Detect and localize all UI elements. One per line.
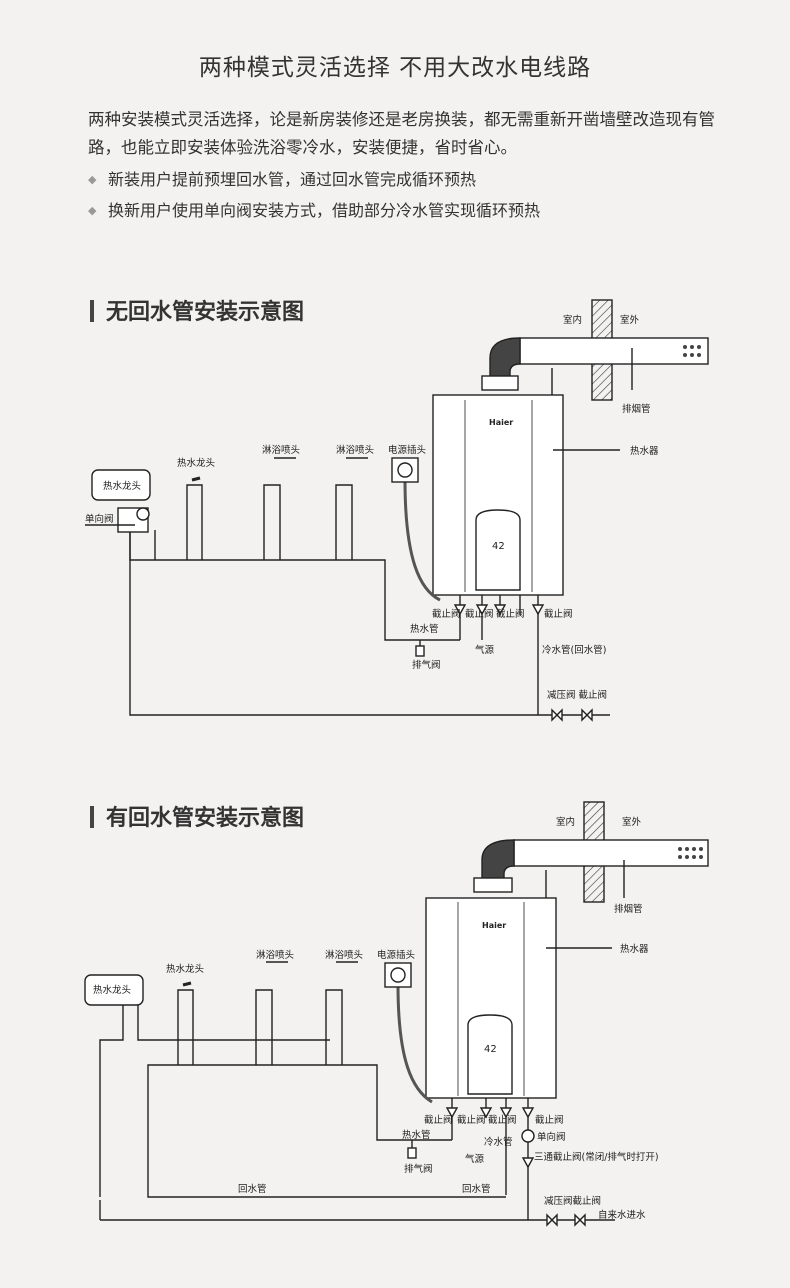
brand-logo: Haier (482, 921, 506, 930)
check-valve-icon (136, 507, 150, 521)
faucet-box (91, 469, 151, 501)
label-gas: 气源 (465, 1153, 485, 1165)
vent-valve (415, 645, 425, 657)
heater-panel (475, 509, 521, 591)
headline: 两种模式灵活选择 不用大改水电线路 (198, 55, 592, 81)
label-flue: 排烟管 (622, 403, 651, 415)
label-power: 电源插头 (377, 949, 415, 961)
label-stop1: 截止阀 (432, 608, 461, 620)
label-reducer: 减压阀截止阀 (544, 1195, 601, 1207)
diagram-no-return-pipe: 室内 室外 排烟管 热水器 Haier 42 热水龙头 淋浴喷头 淋浴喷头 电源… (85, 299, 709, 722)
three-way-valve-icon (521, 1157, 535, 1169)
heater-panel (467, 1014, 513, 1095)
label-stop-c: 截止阀 (488, 1114, 517, 1126)
label-shower2: 淋浴喷头 (336, 444, 374, 456)
label-stop2: 截止阀 (465, 608, 494, 620)
stop-valve-icon (531, 604, 545, 616)
intro-paragraph: 两种安装模式灵活选择，论是新房装修还是老房换装，都无需重新开凿墙壁改造现有管路，… (88, 110, 715, 157)
label-power: 电源插头 (388, 444, 426, 456)
label-shower1: 淋浴喷头 (262, 444, 300, 456)
stop-valve-icon (521, 1107, 535, 1119)
title-bar (90, 806, 94, 828)
reducer-valve-icon (551, 708, 563, 722)
bullet-item: ◆ 新装用户提前预埋回水管，通过回水管完成循环预热 (88, 166, 476, 190)
label-stop3: 截止阀 (496, 608, 525, 620)
diamond-bullet-icon: ◆ (88, 173, 97, 186)
label-inlet: 自来水进水 (598, 1209, 646, 1221)
label-indoor: 室内 (556, 816, 575, 828)
label-stop-a: 截止阀 (424, 1114, 453, 1126)
stop-valve-icon (574, 1213, 586, 1227)
label-return-pipe1: 回水管 (238, 1183, 267, 1195)
section-title-text: 无回水管安装示意图 (106, 300, 305, 325)
label-faucet-box: 热水龙头 (93, 984, 131, 996)
bullet-text: 新装用户提前预埋回水管，通过回水管完成循环预热 (108, 170, 477, 189)
label-shower1: 淋浴喷头 (256, 949, 294, 961)
label-reducer: 减压阀 截止阀 (547, 689, 607, 701)
stop-valve-icon (581, 708, 593, 722)
diagram-with-return-pipe: 室内 室外 排烟管 热水器 Haier 42 热水龙头 淋浴喷头 淋浴喷头 电源… (84, 801, 709, 1227)
label-cold-pipe: 冷水管(回水管) (542, 644, 606, 656)
label-cold-pipe: 冷水管 (484, 1136, 513, 1148)
check-valve-icon (521, 1129, 535, 1143)
flue-collar (473, 877, 513, 893)
water-heater (425, 897, 557, 1099)
diamond-bullet-icon: ◆ (88, 204, 97, 217)
label-gas: 气源 (475, 644, 495, 656)
water-heater (432, 394, 564, 596)
stop-valve-icon (475, 604, 489, 616)
label-flue: 排烟管 (614, 903, 643, 915)
label-outdoor: 室外 (620, 314, 640, 326)
label-hot-pipe: 热水管 (402, 1129, 431, 1141)
label-vent-valve: 排气阀 (404, 1163, 433, 1175)
reducer-valve-icon (546, 1213, 558, 1227)
label-vent-valve: 排气阀 (412, 659, 441, 671)
label-hot-faucet: 热水龙头 (177, 457, 215, 469)
stop-valve-icon (479, 1107, 493, 1119)
flue-collar (481, 375, 519, 391)
display-reading: 42 (492, 541, 505, 552)
vent-valve (407, 1147, 417, 1159)
label-stop-d: 截止阀 (535, 1114, 564, 1126)
title-bar (90, 300, 94, 322)
label-check-valve: 单向阀 (85, 513, 114, 525)
stop-valve-icon (453, 604, 467, 616)
display-reading: 42 (484, 1044, 497, 1055)
label-check-valve: 单向阀 (537, 1131, 566, 1143)
label-faucet-box: 热水龙头 (103, 480, 141, 492)
label-stop4: 截止阀 (544, 608, 573, 620)
bullet-item: ◆ 换新用户使用单向阀安装方式，借助部分冷水管实现循环预热 (88, 197, 540, 221)
label-return-pipe2: 回水管 (462, 1183, 491, 1195)
brand-logo: Haier (489, 418, 513, 427)
label-outdoor: 室外 (622, 816, 642, 828)
stop-valve-icon (499, 1107, 513, 1119)
label-heater: 热水器 (630, 445, 659, 457)
label-indoor: 室内 (563, 314, 582, 326)
flue-pipe (519, 337, 709, 365)
section-title: 无回水管安装示意图 (90, 294, 304, 326)
label-shower2: 淋浴喷头 (325, 949, 363, 961)
label-three-way: 三通截止阀(常闭/排气时打开) (534, 1151, 659, 1163)
bullet-text: 换新用户使用单向阀安装方式，借助部分冷水管实现循环预热 (108, 201, 541, 220)
label-hot-pipe: 热水管 (410, 623, 439, 635)
flue-pipe (513, 839, 709, 867)
stop-valve-icon (493, 604, 507, 616)
label-hot-faucet: 热水龙头 (166, 963, 204, 975)
section-title: 有回水管安装示意图 (90, 800, 304, 832)
label-stop-b: 截止阀 (457, 1114, 486, 1126)
stop-valve-icon (445, 1107, 459, 1119)
label-heater: 热水器 (620, 943, 649, 955)
section-title-text: 有回水管安装示意图 (106, 806, 305, 831)
faucet-box (84, 974, 144, 1006)
